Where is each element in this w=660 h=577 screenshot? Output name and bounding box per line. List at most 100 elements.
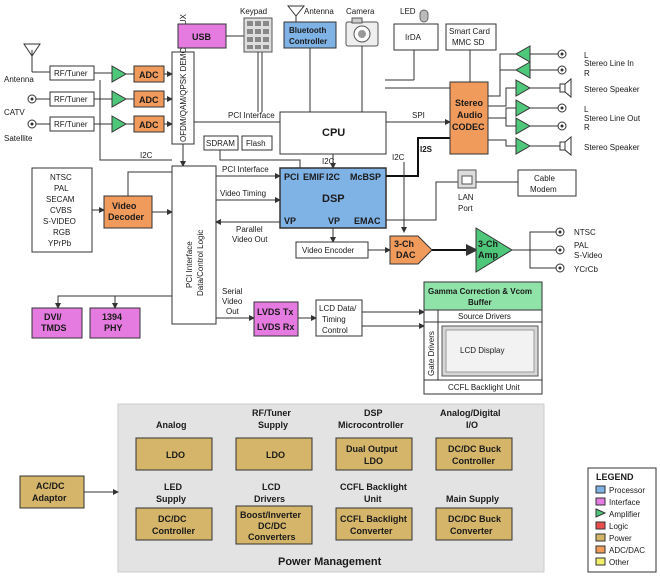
svg-text:SDRAM: SDRAM bbox=[206, 139, 235, 148]
svg-text:DC/DC Buck: DC/DC Buck bbox=[448, 444, 502, 454]
svg-text:Microcontroller: Microcontroller bbox=[338, 420, 404, 430]
amp-block bbox=[475, 227, 513, 273]
svg-text:ADC: ADC bbox=[139, 70, 159, 80]
svg-text:LED: LED bbox=[164, 482, 183, 492]
tuner-amp-1 bbox=[111, 65, 128, 83]
svg-text:CCFL Backlight: CCFL Backlight bbox=[340, 482, 407, 492]
svg-text:IrDA: IrDA bbox=[405, 33, 422, 42]
svg-text:Processor: Processor bbox=[609, 486, 645, 495]
usb-block: USB bbox=[177, 23, 227, 49]
power-cell-rftuner: RF/Tuner Supply LDO bbox=[235, 408, 313, 471]
svg-text:Port: Port bbox=[458, 204, 473, 213]
svg-text:R: R bbox=[584, 123, 590, 132]
svg-text:ADC: ADC bbox=[139, 95, 159, 105]
svg-text:Controller: Controller bbox=[289, 37, 327, 46]
svg-text:YCrCb: YCrCb bbox=[574, 265, 599, 274]
spi-label: SPI bbox=[412, 111, 425, 120]
svg-text:SECAM: SECAM bbox=[46, 195, 75, 204]
svg-text:CCFL Backlight: CCFL Backlight bbox=[340, 514, 407, 524]
svg-text:Converters: Converters bbox=[248, 532, 296, 542]
svg-text:Serial: Serial bbox=[222, 287, 243, 296]
svg-text:USB: USB bbox=[192, 32, 212, 42]
svg-text:MMC SD: MMC SD bbox=[452, 38, 485, 47]
svg-text:1394: 1394 bbox=[102, 312, 122, 322]
rf-tuner-3: RF/Tuner bbox=[49, 116, 95, 132]
svg-text:DAC: DAC bbox=[396, 250, 416, 260]
svg-text:LDO: LDO bbox=[166, 450, 185, 460]
cpu-i2c-label: I2C bbox=[322, 157, 335, 166]
top-antenna-label: Antenna bbox=[304, 7, 334, 16]
svg-text:AC/DC: AC/DC bbox=[36, 481, 65, 491]
svg-text:Cable: Cable bbox=[534, 174, 555, 183]
svg-text:EMAC: EMAC bbox=[354, 216, 381, 226]
svg-text:RF/Tuner: RF/Tuner bbox=[54, 120, 88, 129]
cable-modem-block: Cable Modem bbox=[517, 169, 577, 197]
speaker-icon-2 bbox=[559, 135, 572, 157]
svg-text:LCD Display: LCD Display bbox=[460, 346, 504, 355]
adc-3: ADC bbox=[133, 115, 165, 133]
gamma-block: Gamma Correction & Vcom Buffer bbox=[423, 281, 543, 311]
video-decoder-block: Video Decoder bbox=[103, 195, 153, 229]
svg-text:Main Supply: Main Supply bbox=[446, 494, 499, 504]
svg-text:Source Drivers: Source Drivers bbox=[458, 312, 511, 321]
power-cell-ccfl: CCFL Backlight Unit CCFL Backlight Conve… bbox=[335, 482, 413, 541]
svg-text:L: L bbox=[584, 105, 589, 114]
svg-text:Interface: Interface bbox=[609, 498, 641, 507]
svg-text:Amp: Amp bbox=[478, 250, 499, 260]
svg-text:LCD Data/: LCD Data/ bbox=[319, 304, 357, 313]
svg-text:Converter: Converter bbox=[350, 526, 393, 536]
catv-label: CATV bbox=[4, 108, 25, 117]
catv-connector-icon bbox=[27, 94, 50, 104]
satellite-connector-icon bbox=[27, 119, 50, 129]
satellite-label: Satellite bbox=[4, 134, 33, 143]
svg-text:Controller: Controller bbox=[452, 456, 495, 466]
svg-text:ADC: ADC bbox=[139, 120, 159, 130]
dac-block bbox=[389, 235, 433, 265]
camera-label: Camera bbox=[346, 7, 375, 16]
svg-text:VP: VP bbox=[284, 216, 296, 226]
svg-text:Smart Card: Smart Card bbox=[449, 27, 490, 36]
svg-text:PAL: PAL bbox=[54, 184, 69, 193]
svg-text:PCI: PCI bbox=[284, 172, 299, 182]
bluetooth-antenna-icon bbox=[286, 5, 306, 22]
svg-text:RF/Tuner: RF/Tuner bbox=[54, 95, 88, 104]
antenna-icon bbox=[23, 43, 50, 73]
svg-text:DVI/: DVI/ bbox=[44, 312, 62, 322]
svg-text:Analog/Digital: Analog/Digital bbox=[440, 408, 501, 418]
svg-text:Drivers: Drivers bbox=[254, 494, 285, 504]
svg-text:CPU: CPU bbox=[322, 127, 345, 139]
svg-text:Other: Other bbox=[609, 558, 629, 567]
camera-icon bbox=[345, 17, 379, 47]
power-cell-analog-digital: Analog/Digital I/O DC/DC Buck Controller bbox=[435, 408, 513, 471]
svg-text:DC/DC Buck: DC/DC Buck bbox=[448, 514, 502, 524]
flash-block: Flash bbox=[241, 135, 273, 151]
svg-text:PCI Interface: PCI Interface bbox=[185, 241, 194, 288]
svg-text:Decoder: Decoder bbox=[108, 212, 145, 222]
cpu-pci-label: PCI Interface bbox=[228, 111, 275, 120]
keypad-icon bbox=[243, 17, 273, 53]
svg-text:3-Ch: 3-Ch bbox=[478, 239, 498, 249]
cpu-block: CPU bbox=[279, 111, 387, 155]
svg-text:CCFL Backlight Unit: CCFL Backlight Unit bbox=[448, 383, 521, 392]
lvds-block: LVDS Tx LVDS Rx bbox=[253, 301, 299, 337]
svg-text:Timing: Timing bbox=[322, 315, 346, 324]
power-cell-analog: Analog LDO bbox=[135, 420, 213, 471]
svg-text:McBSP: McBSP bbox=[350, 172, 381, 182]
svg-text:NTSC: NTSC bbox=[574, 228, 596, 237]
bluetooth-block: Bluetooth Controller bbox=[283, 21, 337, 49]
svg-text:RGB: RGB bbox=[53, 228, 70, 237]
svg-text:Video Encoder: Video Encoder bbox=[302, 246, 355, 255]
svg-text:S-Video: S-Video bbox=[574, 251, 603, 260]
svg-text:L: L bbox=[584, 51, 589, 60]
svg-text:LVDS Rx: LVDS Rx bbox=[257, 322, 294, 332]
pci-interface-label: PCI Interface bbox=[222, 165, 269, 174]
i2c-label-tuner: I2C bbox=[140, 151, 153, 160]
svg-text:Audio: Audio bbox=[457, 110, 483, 120]
lcd-panel: Source Drivers Gate Drivers LCD Display … bbox=[423, 309, 543, 395]
audio-codec-block: Stereo Audio CODEC bbox=[449, 81, 489, 155]
svg-text:Supply: Supply bbox=[156, 494, 186, 504]
rf-tuner-1: RF/Tuner bbox=[49, 65, 95, 81]
svg-text:Boost/Inverter: Boost/Inverter bbox=[240, 510, 302, 520]
tuner-amp-3 bbox=[111, 115, 128, 133]
power-title: Power Management bbox=[278, 556, 382, 568]
